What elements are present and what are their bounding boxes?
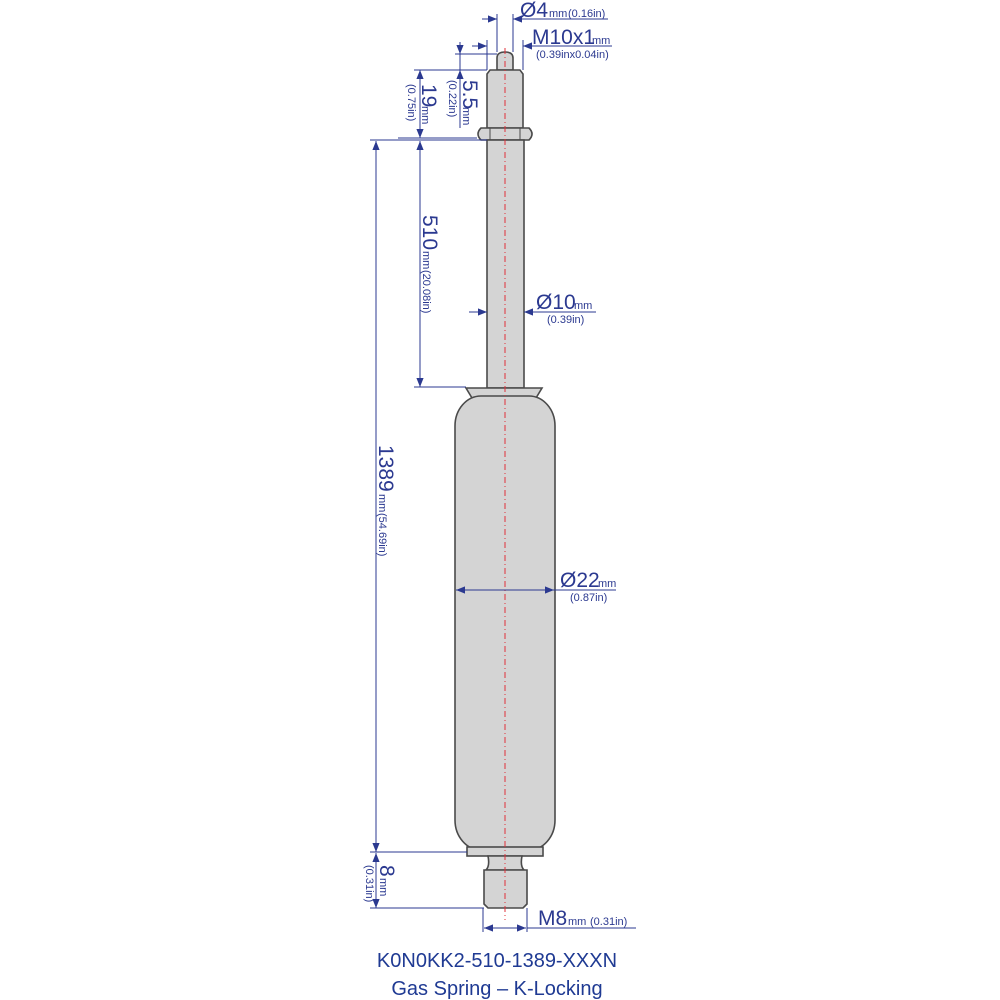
- svg-text:M8: M8: [538, 907, 567, 930]
- dim-overall-length: 1389 mm (54.69in): [370, 141, 467, 853]
- svg-text:mm: mm: [598, 578, 616, 590]
- svg-text:Ø4: Ø4: [520, 0, 548, 22]
- dim-pin-length: 5.5 mm (0.22in): [446, 42, 497, 128]
- dim-rod-diameter: Ø10 mm (0.39in): [469, 291, 596, 326]
- dim-bottom-length: 8 mm (0.31in): [363, 853, 484, 909]
- gas-spring-part: [454, 48, 556, 920]
- svg-text:(54.69in): (54.69in): [376, 513, 388, 556]
- svg-text:8: 8: [375, 865, 398, 877]
- svg-text:1389: 1389: [374, 445, 397, 492]
- svg-text:(0.16in): (0.16in): [568, 8, 605, 20]
- svg-text:(0.31in): (0.31in): [590, 916, 627, 928]
- svg-text:mm: mm: [420, 251, 432, 269]
- svg-text:mm: mm: [574, 300, 592, 312]
- dim-bottom-thread: M8 mm (0.31in): [482, 907, 636, 932]
- svg-text:19: 19: [417, 84, 440, 107]
- dim-thread-length: 19 mm (0.75in): [398, 69, 487, 139]
- svg-text:510: 510: [418, 215, 441, 250]
- svg-text:(0.39in): (0.39in): [547, 314, 584, 326]
- svg-text:(0.87in): (0.87in): [570, 592, 607, 604]
- svg-text:5.5: 5.5: [458, 80, 481, 109]
- dim-pin-diameter: Ø4 mm (0.16in): [482, 0, 608, 52]
- svg-text:(0.31in): (0.31in): [363, 865, 375, 902]
- svg-text:Ø10: Ø10: [536, 291, 576, 314]
- svg-text:mm: mm: [376, 494, 388, 512]
- dim-stroke: 510 mm (20.08in): [370, 139, 487, 388]
- part-number: K0N0KK2-510-1389-XXXN: [377, 950, 617, 972]
- svg-text:M10x1: M10x1: [532, 26, 595, 49]
- svg-text:mm: mm: [549, 8, 567, 20]
- part-description: Gas Spring – K-Locking: [391, 978, 602, 1000]
- svg-text:(20.08in): (20.08in): [420, 270, 432, 313]
- svg-text:mm: mm: [419, 106, 431, 124]
- dim-top-thread: M10x1 mm (0.39inx0.04in): [472, 26, 612, 70]
- svg-text:mm: mm: [592, 35, 610, 47]
- dim-body-diameter: Ø22 mm (0.87in): [456, 569, 616, 604]
- svg-text:(0.39inx0.04in): (0.39inx0.04in): [536, 49, 609, 61]
- svg-text:(0.75in): (0.75in): [405, 84, 417, 121]
- svg-text:(0.22in): (0.22in): [446, 80, 458, 117]
- svg-text:Ø22: Ø22: [560, 569, 600, 592]
- hex-nut: [477, 127, 533, 141]
- svg-text:mm: mm: [460, 107, 472, 125]
- svg-text:mm: mm: [377, 878, 389, 896]
- svg-text:mm: mm: [568, 916, 586, 928]
